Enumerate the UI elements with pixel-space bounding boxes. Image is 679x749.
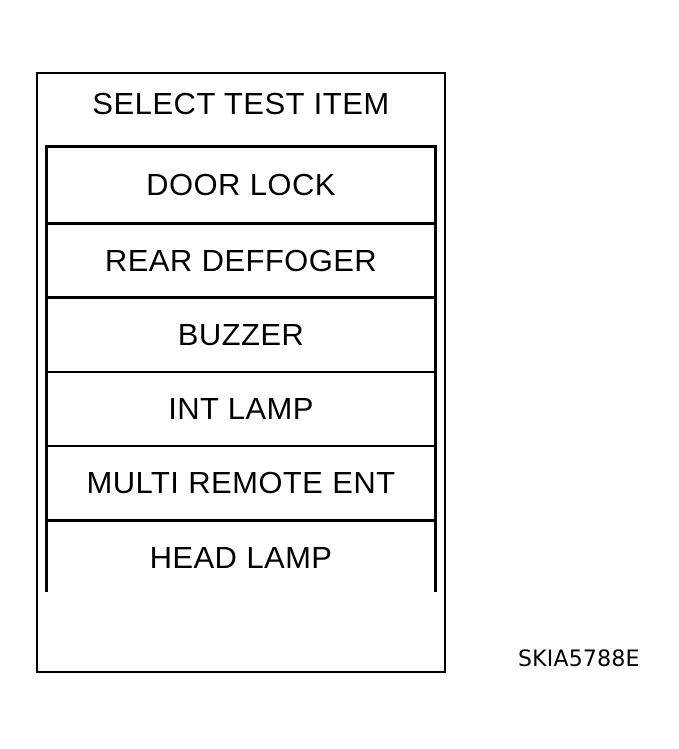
test-item-label: DOOR LOCK bbox=[146, 167, 336, 203]
test-item-label: REAR DEFFOGER bbox=[104, 242, 378, 278]
test-item-row[interactable]: HEAD LAMP bbox=[48, 518, 434, 594]
test-item-row[interactable]: DOOR LOCK bbox=[48, 148, 434, 223]
test-item-row[interactable]: INT LAMP bbox=[48, 370, 434, 445]
test-item-label: MULTI REMOTE ENT bbox=[86, 464, 396, 500]
test-item-row[interactable]: BUZZER bbox=[48, 296, 434, 371]
test-item-label: HEAD LAMP bbox=[149, 539, 333, 575]
screen-title: SELECT TEST ITEM bbox=[92, 86, 390, 121]
figure-reference-code: SKIA5788E bbox=[518, 647, 640, 672]
screen-blank-area bbox=[45, 592, 437, 671]
test-item-label: INT LAMP bbox=[168, 390, 314, 426]
test-item-row[interactable]: MULTI REMOTE ENT bbox=[48, 444, 434, 519]
diagnostic-screen-frame: SELECT TEST ITEM DOOR LOCK REAR DEFFOGER… bbox=[36, 72, 446, 673]
test-item-row[interactable]: REAR DEFFOGER bbox=[48, 222, 434, 297]
test-item-list[interactable]: DOOR LOCK REAR DEFFOGER BUZZER INT LAMP … bbox=[45, 145, 437, 594]
test-item-label: BUZZER bbox=[177, 316, 305, 352]
